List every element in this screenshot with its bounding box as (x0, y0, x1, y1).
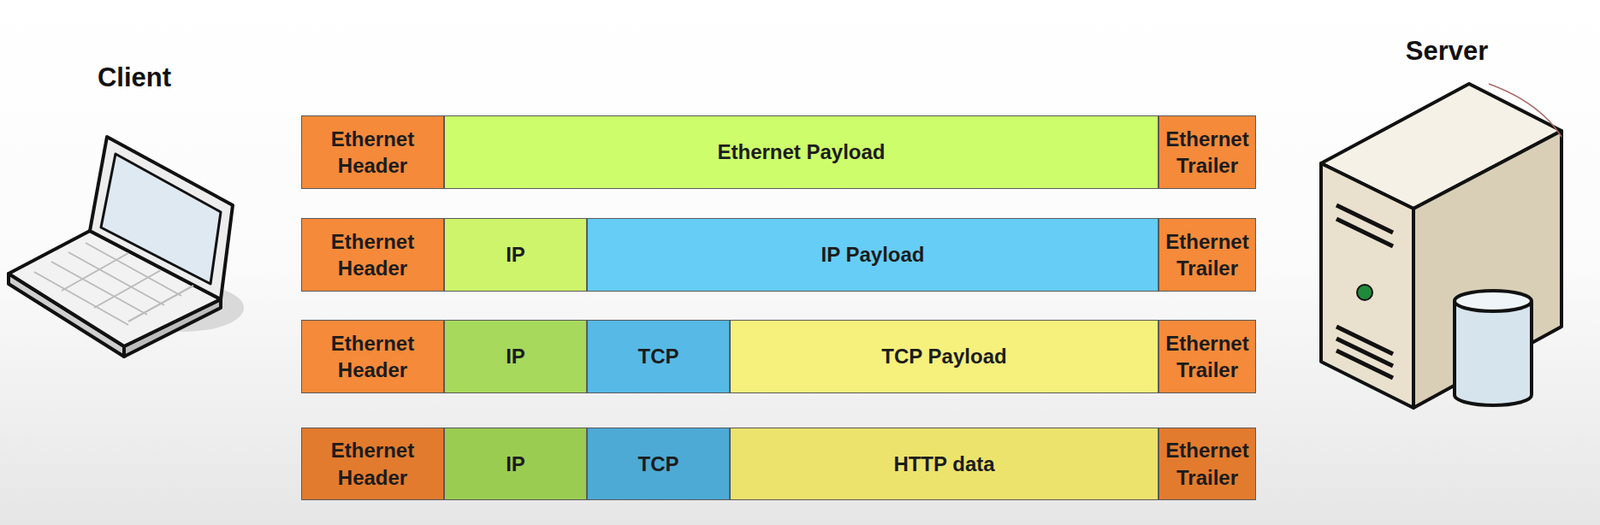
packet-segment: IP (444, 218, 587, 292)
segment-label: Ethernet Trailer (1163, 228, 1251, 282)
segment-label: HTTP data (893, 450, 995, 478)
packet-segment: Ethernet Trailer (1158, 320, 1257, 394)
laptop-illustration (8, 136, 244, 357)
packet-segment: Ethernet Trailer (1158, 427, 1257, 501)
segment-label: Ethernet Header (306, 330, 439, 384)
packet-segment: Ethernet Header (301, 320, 445, 394)
segment-label: Ethernet Header (306, 437, 439, 491)
packet-segment: IP Payload (586, 218, 1159, 292)
segment-label: IP (505, 241, 526, 268)
segment-label: TCP Payload (881, 343, 1007, 370)
packet-segment: HTTP data (729, 427, 1159, 501)
segment-label: TCP (638, 343, 680, 370)
packet-segment: TCP (586, 320, 730, 394)
endpoint-label: Server (1405, 35, 1489, 67)
segment-label: IP (505, 343, 526, 370)
packet-segment: IP (444, 427, 587, 501)
packet-segment: IP (444, 320, 587, 394)
segment-label: IP (505, 450, 526, 478)
endpoint-label: Client (97, 62, 172, 94)
packet-segment: Ethernet Header (301, 427, 445, 501)
segment-label: Ethernet Trailer (1163, 125, 1251, 179)
packet-segment: Ethernet Payload (444, 115, 1159, 190)
segment-label: Ethernet Payload (717, 138, 885, 166)
packet-segment: Ethernet Header (301, 115, 445, 190)
packet-segment: Ethernet Trailer (1158, 218, 1257, 292)
server-illustration (1321, 83, 1562, 409)
packet-segment: Ethernet Header (301, 218, 445, 292)
segment-label: Ethernet Header (306, 228, 439, 282)
segment-label: Ethernet Trailer (1163, 437, 1251, 491)
packet-segment: TCP Payload (729, 320, 1159, 394)
segment-label: Ethernet Header (306, 125, 439, 179)
segment-label: IP Payload (821, 241, 925, 268)
segment-label: Ethernet Trailer (1163, 330, 1251, 384)
segment-label: TCP (638, 450, 680, 478)
packet-segment: Ethernet Trailer (1158, 115, 1257, 190)
packet-segment: TCP (586, 427, 730, 501)
